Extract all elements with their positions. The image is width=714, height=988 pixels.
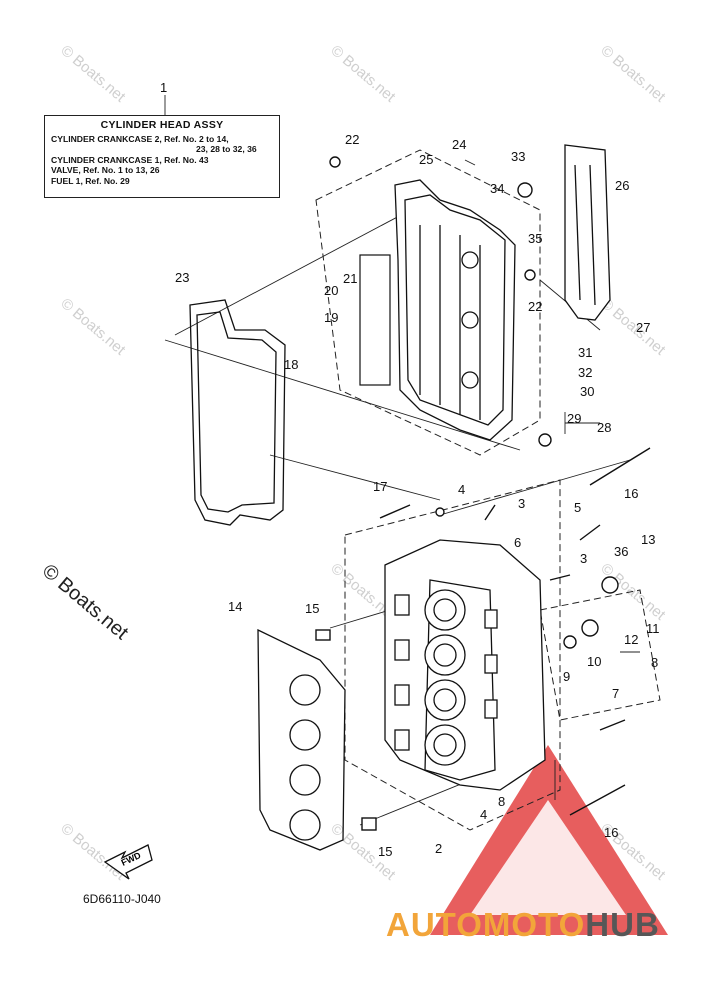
callout-14: 14 xyxy=(228,599,242,614)
logo-text-part2: HUB xyxy=(585,906,660,943)
callout-16b: 16 xyxy=(604,825,618,840)
watermark: © Boats.net xyxy=(57,820,129,884)
cylinder-head-cover xyxy=(394,179,516,441)
callout-19: 19 xyxy=(324,310,338,325)
callout-numbers: 1 2 3 3 4 4 5 6 7 8 8 9 10 11 12 13 14 1… xyxy=(160,80,660,859)
callout-24: 24 xyxy=(452,137,466,152)
callout-25: 25 xyxy=(419,152,433,167)
callout-17: 17 xyxy=(373,479,387,494)
callout-2: 2 xyxy=(435,841,442,856)
callout-4b: 4 xyxy=(480,807,487,822)
callout-20: 20 xyxy=(324,283,338,298)
diagram-code: 6D66110-J040 xyxy=(83,892,161,906)
callout-12: 12 xyxy=(624,632,638,647)
watermark: © Boats.net xyxy=(597,295,669,359)
automotohub-logo: AUTOMOTOHUB xyxy=(386,906,660,944)
callout-13: 13 xyxy=(641,532,655,547)
callout-15: 15 xyxy=(305,601,319,616)
callout-35: 35 xyxy=(528,231,542,246)
callout-33: 33 xyxy=(511,149,525,164)
legend-title: CYLINDER HEAD ASSY xyxy=(100,119,224,131)
group-outlines xyxy=(315,149,661,831)
assembly-legend: CYLINDER HEAD ASSY CYLINDER CRANKCASE 2,… xyxy=(44,115,280,198)
bolts xyxy=(315,156,651,831)
callout-9: 9 xyxy=(563,669,570,684)
legend-line: 23, 28 to 32, 36 xyxy=(196,144,257,154)
cover-gasket xyxy=(189,299,286,526)
callout-26: 26 xyxy=(615,178,629,193)
head-gasket xyxy=(257,628,346,851)
breather-bracket xyxy=(564,144,611,321)
callout-16: 16 xyxy=(624,486,638,501)
callout-30: 30 xyxy=(580,384,594,399)
legend-line: FUEL 1, Ref. No. 29 xyxy=(51,175,130,186)
callout-21: 21 xyxy=(343,271,357,286)
callout-3: 3 xyxy=(518,496,525,511)
callout-27: 27 xyxy=(636,320,650,335)
cylinder-block xyxy=(384,539,546,791)
callout-3b: 3 xyxy=(580,551,587,566)
callout-15b: 15 xyxy=(378,844,392,859)
callout-11: 11 xyxy=(646,621,660,636)
callout-10: 10 xyxy=(587,654,601,669)
watermark: © Boats.net xyxy=(597,42,669,106)
callout-31: 31 xyxy=(578,345,592,360)
legend-line: VALVE, Ref. No. 1 to 13, 26 xyxy=(51,165,160,175)
callout-8: 8 xyxy=(651,655,658,670)
legend-line: CYLINDER CRANKCASE 2, Ref. No. 2 to 14, xyxy=(51,133,229,144)
callout-36: 36 xyxy=(614,544,628,559)
callout-5: 5 xyxy=(574,500,581,515)
callout-8b: 8 xyxy=(498,794,505,809)
watermark: © Boats.net xyxy=(57,295,129,359)
watermark: © Boats.net xyxy=(327,42,399,106)
callout-4: 4 xyxy=(458,482,465,497)
callout-6: 6 xyxy=(514,535,521,550)
fwd-arrow-icon: FWD xyxy=(103,844,153,880)
watermark: © Boats.net xyxy=(57,42,129,106)
cover-plate xyxy=(359,254,391,386)
callout-34: 34 xyxy=(490,181,504,196)
callout-22: 22 xyxy=(345,132,359,147)
callout-7: 7 xyxy=(612,686,619,701)
callout-1: 1 xyxy=(160,80,167,95)
callout-18: 18 xyxy=(284,357,298,372)
callout-23: 23 xyxy=(175,270,189,285)
logo-text-part1: AUTOMOTO xyxy=(386,906,586,943)
callout-32: 32 xyxy=(578,365,592,380)
callout-29: 29 xyxy=(567,411,581,426)
callout-28: 28 xyxy=(597,420,611,435)
callout-22b: 22 xyxy=(528,299,542,314)
legend-line: CYLINDER CRANKCASE 1, Ref. No. 43 xyxy=(51,154,209,165)
logo-triangle xyxy=(430,745,668,935)
